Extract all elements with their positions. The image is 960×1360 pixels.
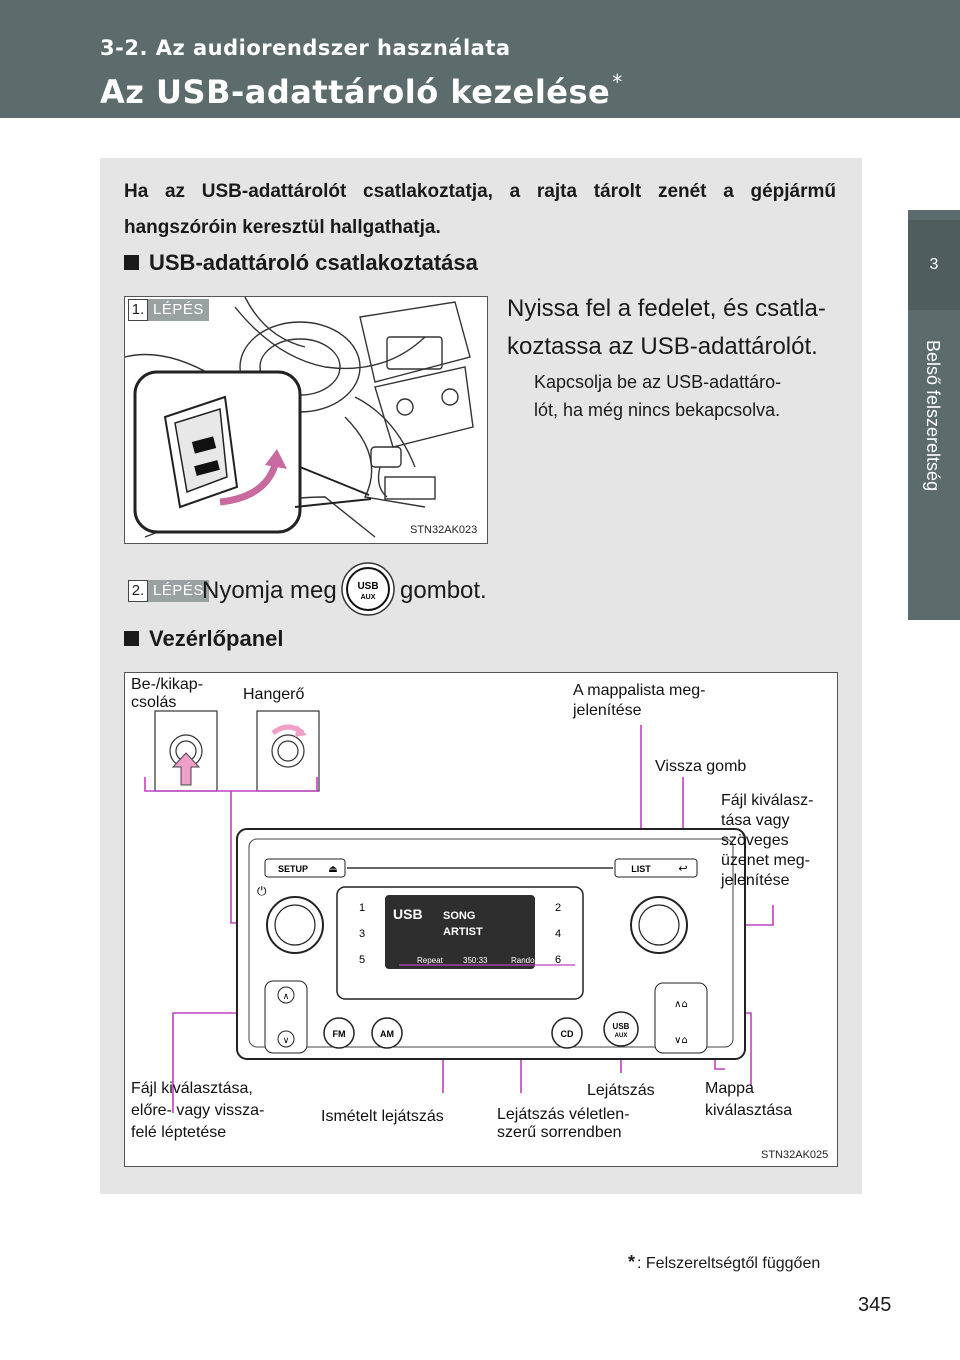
label-power-line1: Be-/kikap- <box>131 676 204 693</box>
label-power-line2: csolás <box>131 694 177 711</box>
step-1-note-line2: lót, ha még nincs bekapcsolva. <box>534 400 781 420</box>
step-2-text-before: Nyomja meg <box>202 577 337 604</box>
page-header: 3-2. Az audiorendszer használata Az USB-… <box>0 0 960 118</box>
asterisk-mark: * <box>612 70 623 94</box>
step-1-badge: 1. LÉPÉS <box>128 299 209 321</box>
svg-text:∧⌂: ∧⌂ <box>674 999 688 1010</box>
label-file-step-line3: felé léptetése <box>131 1124 227 1141</box>
svg-text:ARTIST: ARTIST <box>443 926 483 938</box>
section-heading-text: Vezérlőpanel <box>149 626 284 651</box>
label-repeat: Ismételt lejátszás <box>321 1108 444 1125</box>
intro-text: Ha az USB-adattárolót csatlakoztatja, a … <box>124 181 836 238</box>
figure-code: STN32AK023 <box>410 524 478 536</box>
svg-text:1: 1 <box>359 902 365 914</box>
label-file-step-line1: Fájl kiválasztása, <box>131 1080 253 1097</box>
label-file-select-line5: jelenítése <box>721 872 790 889</box>
svg-text:3: 3 <box>359 928 365 940</box>
setup-button: SETUP <box>278 864 308 874</box>
svg-text:CD: CD <box>561 1029 574 1039</box>
page-number: 345 <box>858 1294 892 1316</box>
step-number: 2. <box>128 580 148 602</box>
label-random-line1: Lejátszás véletlen- <box>497 1106 630 1123</box>
section-subtitle: 3-2. Az audiorendszer használata <box>100 36 511 60</box>
svg-text:350:33: 350:33 <box>463 956 488 965</box>
section-heading-text: USB-adattároló csatlakoztatása <box>149 250 478 275</box>
usb-aux-button-icon: USB AUX <box>341 562 395 616</box>
label-file-select-line4: üzenet meg- <box>721 852 810 869</box>
label-play: Lejátszás <box>587 1082 655 1099</box>
label-file-select-line2: tása vagy <box>721 812 790 829</box>
figure-code: STN32AK025 <box>761 1149 829 1161</box>
square-bullet-icon <box>124 255 139 270</box>
step-number: 1. <box>128 299 148 321</box>
control-panel-figure: SETUP ⏏ LIST ↩ ⏻ USB SONG ARTIST Repeat … <box>124 672 838 1167</box>
svg-text:SONG: SONG <box>443 910 475 922</box>
step-1-text-line1: Nyissa fel a fedelet, és csatla- <box>507 295 826 322</box>
svg-text:⏏: ⏏ <box>328 864 337 875</box>
label-volume: Hangerő <box>243 686 305 703</box>
svg-text:∧: ∧ <box>283 992 290 1002</box>
car-interior-illustration <box>124 296 474 538</box>
svg-text:Random: Random <box>511 956 542 965</box>
svg-text:AM: AM <box>380 1029 394 1039</box>
head-unit-illustration: SETUP ⏏ LIST ↩ ⏻ USB SONG ARTIST Repeat … <box>144 710 774 1113</box>
svg-text:USB: USB <box>393 906 423 922</box>
footnote-text: : Felszereltségtől függően <box>637 1255 821 1272</box>
svg-text:USB: USB <box>613 1022 630 1031</box>
label-back: Vissza gomb <box>655 758 747 775</box>
svg-text:Repeat: Repeat <box>417 956 444 965</box>
svg-text:∨⌂: ∨⌂ <box>674 1035 688 1046</box>
svg-text:USB: USB <box>357 581 378 592</box>
label-file-step-line2: előre- vagy vissza- <box>131 1102 265 1119</box>
footnote: *: Felszereltségtől függően <box>628 1252 820 1273</box>
chapter-number: 3 <box>908 220 960 310</box>
svg-text:4: 4 <box>555 928 561 940</box>
svg-text:AUX: AUX <box>615 1033 628 1039</box>
square-bullet-icon <box>124 631 139 646</box>
step-word: LÉPÉS <box>148 580 209 602</box>
page-title: Az USB-adattároló kezelése* <box>100 70 623 111</box>
step-word: LÉPÉS <box>148 299 209 321</box>
step-2-badge: 2. LÉPÉS <box>128 580 209 602</box>
label-folder-line2: kiválasztása <box>705 1102 793 1119</box>
section-heading-connect: USB-adattároló csatlakoztatása <box>124 250 478 276</box>
asterisk-mark: * <box>628 1252 636 1272</box>
step-2-text-after: gombot. <box>400 577 487 604</box>
label-folder-list-line1: A mappalista meg- <box>573 682 706 699</box>
chapter-tab: 3 Belső felszereltség <box>908 210 960 620</box>
svg-text:5: 5 <box>359 954 365 966</box>
svg-text:∨: ∨ <box>283 1036 290 1046</box>
label-random-line2: szerű sorrendben <box>497 1124 622 1141</box>
section-heading-control-panel: Vezérlőpanel <box>124 626 284 652</box>
chapter-label: Belső felszereltség <box>923 340 943 492</box>
page-title-text: Az USB-adattároló kezelése <box>100 73 611 111</box>
usb-connect-figure <box>124 296 488 544</box>
label-file-select-line1: Fájl kiválasz- <box>721 792 814 809</box>
svg-text:AUX: AUX <box>361 594 376 601</box>
svg-text:6: 6 <box>555 954 561 966</box>
label-file-select-line3: szöveges <box>721 832 789 849</box>
label-folder-line1: Mappa <box>705 1080 754 1097</box>
list-button: LIST <box>631 864 651 874</box>
svg-text:FM: FM <box>333 1029 346 1039</box>
label-folder-list-line2: jelenítése <box>573 702 642 719</box>
step-1-note-line1: Kapcsolja be az USB-adattáro- <box>534 372 782 392</box>
step-1-text-line2: koztassa az USB-adattárolót. <box>507 333 818 360</box>
svg-text:2: 2 <box>555 902 561 914</box>
svg-text:↩: ↩ <box>678 862 687 875</box>
svg-text:⏻: ⏻ <box>257 884 267 898</box>
